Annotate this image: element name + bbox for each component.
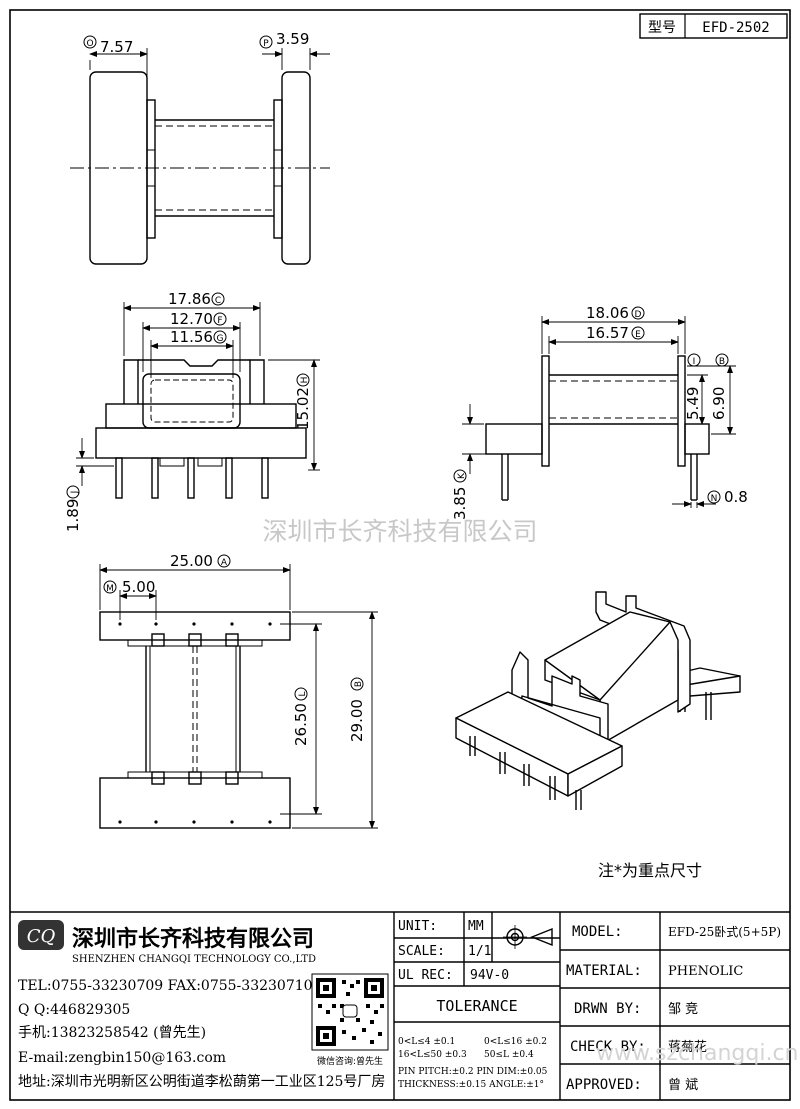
check-by-label: CHECK BY: — [570, 1039, 646, 1055]
tolerance-row-4: 50≤L ±0.4 — [484, 1050, 534, 1060]
tolerance-row-1: 0<L≤4 ±0.1 — [398, 1037, 455, 1047]
dim-m-value: 5.00 — [122, 578, 155, 596]
dim-p-letter: P — [263, 39, 269, 49]
company-name-en: SHENZHEN CHANGQI TECHNOLOGY CO.,LTD — [72, 954, 316, 965]
dim-h-letter: H — [300, 377, 310, 384]
dim-n-value: 0.8 — [724, 488, 748, 506]
dim-c-value: 17.86 — [168, 290, 211, 308]
dim-f-letter: F — [217, 316, 222, 326]
dim-l-letter: L — [298, 691, 308, 696]
dim-l-value: 26.50 — [292, 703, 310, 746]
tolerance-row-5: PIN PITCH:±0.2 PIN DIM:±0.05 — [398, 1067, 548, 1077]
side-view — [462, 316, 736, 508]
dim-a-letter: A — [221, 558, 228, 568]
dim-e-value: 16.57 — [586, 324, 629, 342]
front-view-labels: 17.86 C 12.70 F 11.56 G 15.02 H 1.89 J — [64, 290, 312, 532]
dim-g-value: 11.56 — [170, 328, 213, 346]
bottom-view — [99, 564, 378, 829]
dim-j-value: 1.89 — [64, 499, 82, 532]
tolerance-row-2: 0<L≤16 ±0.2 — [484, 1037, 547, 1047]
dim-k-value: 3.85 — [451, 487, 469, 520]
drawn-by-label: DRWN BY: — [574, 1001, 641, 1017]
dim-i-letter: I — [693, 357, 696, 367]
model-header-box: 型号 EFD-2502 — [639, 13, 788, 39]
model-label: MODEL: — [572, 924, 623, 940]
approved-label: APPROVED: — [566, 1077, 642, 1093]
dim-b-letter: B — [719, 357, 725, 367]
dim-b2-letter: B — [354, 681, 364, 687]
dim-g-letter: G — [217, 334, 224, 344]
bottom-view-pin-dots — [118, 622, 272, 824]
front-view — [76, 302, 320, 499]
company-address: 地址:深圳市光明新区公明街道李松蓢第一工业区125号厂房 — [18, 1073, 385, 1090]
top-view — [70, 48, 330, 265]
dim-i-value: 5.49 — [684, 387, 702, 420]
company-qq: Q Q:446829305 — [18, 1002, 130, 1018]
company-email: E-mail:zengbin150@163.com — [18, 1050, 226, 1066]
dim-m-letter: M — [106, 584, 114, 594]
dim-c-letter: C — [215, 296, 221, 306]
title-block — [10, 911, 790, 1100]
website-watermark: www.szchangqi.cn — [596, 1041, 799, 1066]
ul-rec-label: UL REC: — [398, 968, 453, 983]
company-mobile: 手机:13823258542 (曾先生) — [18, 1025, 206, 1041]
check-by-value: 蒋菊花 — [668, 1039, 707, 1055]
logo-text: CQ — [27, 926, 56, 947]
model-value: EFD-25卧式(5+5P) — [668, 925, 781, 939]
model-header-value: EFD-2502 — [702, 20, 769, 36]
model-header-label: 型号 — [648, 20, 676, 36]
dim-f-value: 12.70 — [170, 310, 213, 328]
tolerance-row-6: THICKNESS:±0.15 ANGLE:±1° — [398, 1080, 544, 1090]
top-view-labels: O 7.57 P 3.59 — [83, 30, 309, 56]
dim-e-letter: E — [635, 330, 641, 340]
unit-value: MM — [468, 919, 484, 934]
dim-b-value: 6.90 — [710, 387, 728, 420]
company-name-cn: 深圳市长齐科技有限公司 — [72, 926, 314, 952]
bottom-view-labels: 25.00 A M 5.00 26.50 L 29.00 B — [103, 552, 366, 746]
material-value: PHENOLIC — [668, 964, 743, 979]
side-view-labels: 18.06 D 16.57 E I 5.49 B 6.90 3.85 K N 0… — [451, 304, 748, 520]
dim-b2-value: 29.00 — [348, 699, 366, 742]
dim-k-letter: K — [457, 472, 467, 479]
dim-o-letter: O — [86, 39, 93, 49]
note-text: 注*为重点尺寸 — [598, 861, 702, 880]
drawn-by-value: 邹 竞 — [668, 1001, 698, 1017]
qr-caption: 微信咨询:曾先生 — [317, 1055, 383, 1067]
ul-rec-value: 94V-0 — [470, 968, 509, 983]
approved-value: 曾 斌 — [668, 1078, 698, 1093]
isometric-view — [455, 591, 741, 810]
watermark-text: 深圳市长齐科技有限公司 — [262, 517, 537, 546]
dim-p-value: 3.59 — [276, 30, 309, 48]
scale-value: 1/1 — [468, 944, 491, 959]
scale-label: SCALE: — [398, 944, 445, 959]
qr-code — [311, 973, 389, 1051]
dim-j-letter: J — [70, 491, 80, 495]
tolerance-label: TOLERANCE — [436, 997, 517, 1015]
dim-a-value: 25.00 — [170, 552, 213, 570]
material-label: MATERIAL: — [566, 963, 642, 979]
dim-o-value: 7.57 — [100, 38, 133, 56]
dim-n-letter: N — [711, 494, 718, 504]
company-logo: CQ — [18, 920, 64, 950]
dim-d-letter: D — [635, 310, 642, 320]
tolerance-row-3: 16<L≤50 ±0.3 — [398, 1050, 467, 1060]
dim-h-value: 15.02 — [294, 387, 312, 430]
dim-d-value: 18.06 — [586, 304, 629, 322]
unit-label: UNIT: — [398, 919, 437, 934]
sheet-border — [9, 9, 791, 1101]
company-tel-fax: TEL:0755-33230709 FAX:0755-33230710 — [18, 978, 313, 994]
